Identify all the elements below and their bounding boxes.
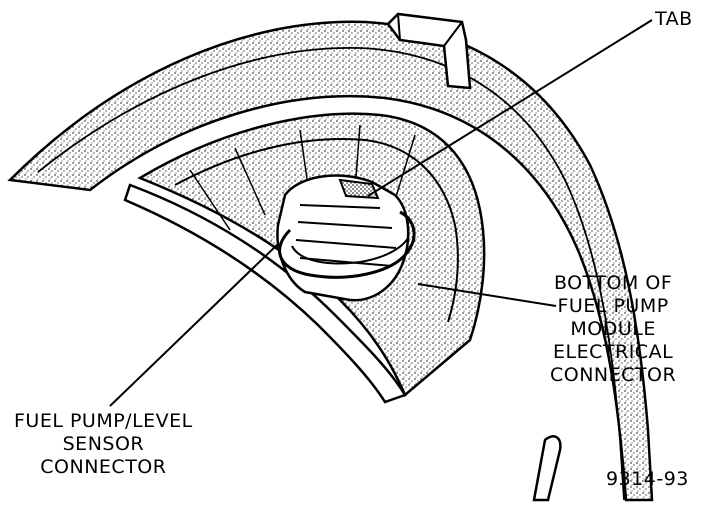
figure-id: 9314-93: [606, 468, 689, 490]
wire-harness: [291, 237, 409, 265]
label-line: CONNECTOR: [550, 364, 677, 386]
label-line: SENSOR: [62, 433, 145, 455]
wire-harness: [278, 210, 416, 279]
label-line: ELECTRICAL: [553, 341, 674, 363]
bottom-of-module-connector-label: BOTTOM OF FUEL PUMP MODULE ELECTRICAL CO…: [550, 272, 676, 387]
bracket-edge: [443, 21, 463, 47]
recess-back-wall: [174, 138, 459, 323]
tank-outer-rim: [7, 20, 654, 502]
sensor-connector-label: FUEL PUMP/LEVEL SENSOR CONNECTOR: [14, 410, 193, 479]
side-slot: [532, 435, 562, 502]
top-bracket: [386, 12, 472, 90]
electrical-connector-body: [276, 174, 410, 302]
label-line: FUEL PUMP: [557, 295, 669, 317]
label-line: FUEL PUMP/LEVEL: [14, 410, 193, 432]
bracket-edge: [397, 13, 401, 41]
connector-terminals: [295, 204, 397, 267]
connector-leader-line: [417, 283, 557, 307]
sensor-leader-line: [109, 243, 279, 407]
tab-leader-line: [367, 19, 653, 197]
label-line: CONNECTOR: [40, 456, 167, 478]
connector-tab: [338, 178, 380, 200]
label-line: MODULE: [570, 318, 656, 340]
recess-ribs: [189, 124, 416, 231]
label-line: BOTTOM OF: [553, 272, 673, 294]
module-front-lip: [123, 183, 407, 404]
tank-rim-inner-edge: [37, 47, 625, 501]
tab-label: TAB: [655, 8, 693, 30]
